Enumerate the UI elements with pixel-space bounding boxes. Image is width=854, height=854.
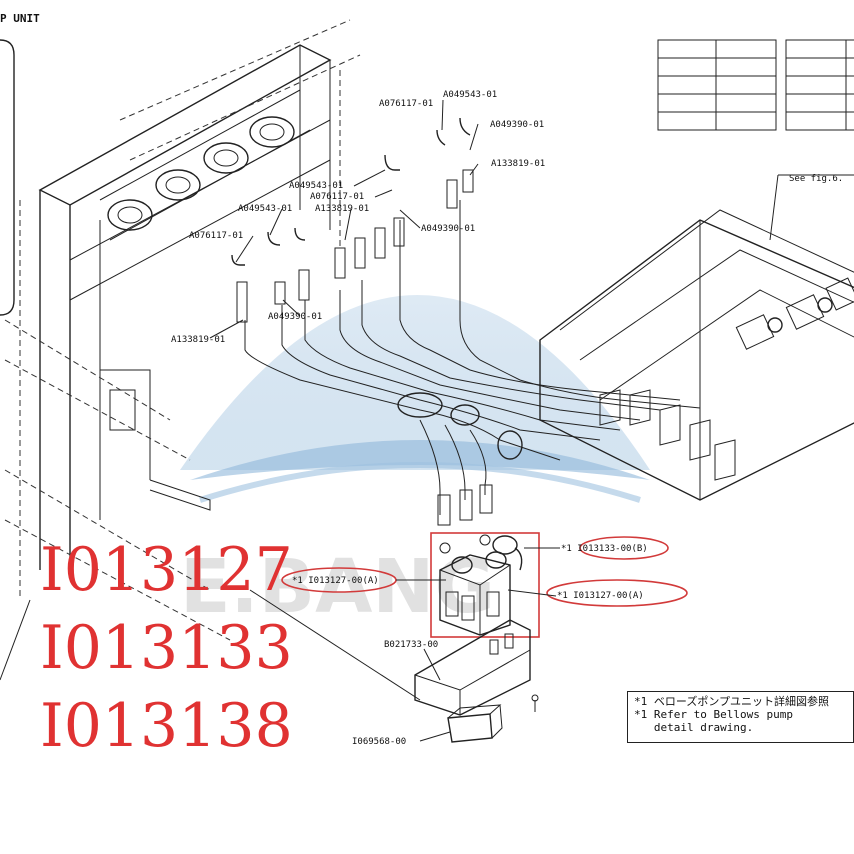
callout-a133819-top: A133819-01 [491, 159, 545, 169]
see-figure-reference: See fig.6. [789, 174, 843, 184]
fittings [231, 117, 493, 526]
parts-table [657, 39, 854, 131]
note-line-english-2: detail drawing. [634, 721, 754, 734]
bellows-pump-highlight [430, 532, 540, 638]
callout-i013127-a-left: *1 I013127-00(A) [292, 576, 379, 586]
callout-a049543-left: A049543-01 [238, 204, 292, 214]
callout-a049390-mid: A049390-01 [421, 224, 475, 234]
callout-a133819-mid: A133819-01 [315, 204, 369, 214]
callout-i013133-b: *1 I013133-00(B) [561, 544, 648, 554]
callout-highlight-i013127-a-right [546, 579, 688, 607]
diagram-title: P UNIT [0, 12, 40, 25]
callout-a076117-top: A076117-01 [379, 99, 433, 109]
bellows-pump-assembly [439, 534, 523, 636]
right-unit-assembly [539, 174, 854, 501]
tube-bundle [244, 200, 701, 515]
callout-a049390-low: A049390-01 [268, 312, 322, 322]
machine-frame [0, 19, 421, 701]
small-block-part [447, 704, 503, 743]
cylinder-heads [99, 89, 311, 241]
watermark-text: E.BANG [180, 544, 495, 630]
callout-a076117-mid: A076117-01 [310, 192, 364, 202]
leader-lines [209, 99, 560, 742]
callout-b021733: B021733-00 [384, 640, 438, 650]
reference-note-box: *1 ベローズポンプユニット詳細図参照 *1 Refer to Bellows … [627, 691, 854, 743]
callout-a049390-top: A049390-01 [490, 120, 544, 130]
highlighted-part-number-3: I013138 [40, 691, 293, 761]
callout-a076117-left: A076117-01 [189, 231, 243, 241]
watermark-logo: E.BANG [180, 295, 650, 630]
callout-a049543-mid: A049543-01 [289, 181, 343, 191]
callout-a133819-low: A133819-01 [171, 335, 225, 345]
left-bracket [0, 39, 15, 316]
callout-a049543-top: A049543-01 [443, 90, 497, 100]
note-line-japanese: *1 ベローズポンプユニット詳細図参照 [634, 695, 829, 708]
mounting-bracket [414, 619, 539, 716]
note-line-english-1: *1 Refer to Bellows pump [634, 708, 793, 721]
callout-i069568: I069568-00 [352, 737, 406, 747]
highlighted-part-number-1: I013127 [40, 535, 293, 605]
callout-highlight-i013133-b [579, 536, 669, 560]
highlighted-part-number-2: I013133 [40, 613, 293, 683]
callout-i013127-a-right: *1 I013127-00(A) [557, 591, 644, 601]
